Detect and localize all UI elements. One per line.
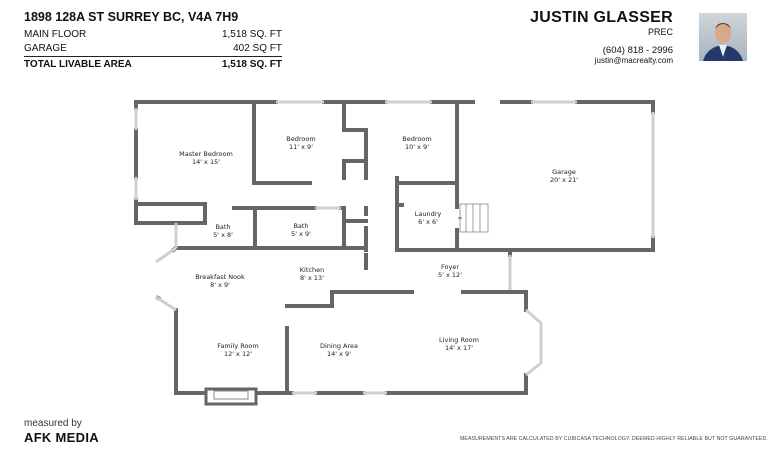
room-name: Laundry xyxy=(415,210,442,218)
walls xyxy=(134,100,655,395)
room-name: Breakfast Nook xyxy=(195,273,245,281)
area-value: 1,518 SQ. FT xyxy=(221,29,282,40)
area-row-garage: GARAGE 402 SQ FT xyxy=(24,43,282,54)
room-name: Dining Area xyxy=(320,342,358,350)
fireplace-icon xyxy=(204,387,258,406)
stairs-icon xyxy=(458,203,489,233)
area-value: 402 SQ FT xyxy=(233,43,282,54)
room-name: Bath xyxy=(293,222,308,230)
room-dims: 14' x 9' xyxy=(327,350,351,358)
room-labels: Master Bedroom 14' x 15' Bedroom 11' x 9… xyxy=(179,135,578,358)
room-name: Living Room xyxy=(439,336,479,344)
agent-phone: (604) 818 - 2996 xyxy=(602,45,673,56)
disclaimer: MEASUREMENTS ARE CALCULATED BY CUBICASA … xyxy=(460,436,768,442)
room-dims: 10' x 9' xyxy=(405,143,429,151)
room-dims: 8' x 13' xyxy=(300,274,324,282)
room-dims: 8' x 9' xyxy=(210,281,230,289)
agent-photo xyxy=(699,13,747,61)
company-logo: AFK MEDIA xyxy=(24,430,99,445)
room-name: Bath xyxy=(215,223,230,231)
room-name: Garage xyxy=(552,168,576,176)
windows xyxy=(134,100,655,395)
room-dims: 5' x 8' xyxy=(213,231,233,239)
agent-email: justin@macrealty.com xyxy=(594,56,673,65)
room-dims: 12' x 12' xyxy=(224,350,252,358)
agent-name: JUSTIN GLASSER xyxy=(530,9,673,26)
property-address: 1898 128A ST SURREY BC, V4A 7H9 xyxy=(24,10,239,24)
room-dims: 5' x 9' xyxy=(291,230,311,238)
area-row-main-floor: MAIN FLOOR 1,518 SQ. FT xyxy=(24,29,282,40)
room-dims: 14' x 17' xyxy=(445,344,473,352)
area-label: GARAGE xyxy=(24,43,67,54)
room-name: Family Room xyxy=(217,342,259,350)
area-row-total: TOTAL LIVABLE AREA 1,518 SQ. FT xyxy=(24,56,282,70)
area-label: TOTAL LIVABLE AREA xyxy=(24,59,132,70)
room-dims: 6' x 6' xyxy=(418,218,438,226)
room-dims: 5' x 12' xyxy=(438,271,462,279)
room-dims: 20' x 21' xyxy=(550,176,578,184)
room-name: Kitchen xyxy=(300,266,324,274)
room-name: Bedroom xyxy=(402,135,431,143)
room-dims: 14' x 15' xyxy=(192,158,220,166)
area-label: MAIN FLOOR xyxy=(24,29,87,40)
agent-title: PREC xyxy=(647,27,673,37)
area-value: 1,518 SQ. FT xyxy=(221,59,282,70)
room-dims: 11' x 9' xyxy=(289,143,313,151)
room-name: Bedroom xyxy=(286,135,315,143)
measured-by-label: measured by xyxy=(24,418,82,429)
room-name: Foyer xyxy=(441,263,459,271)
room-name: Master Bedroom xyxy=(179,150,233,158)
agent-info: JUSTIN GLASSER PREC (604) 818 - 2996 jus… xyxy=(530,9,673,65)
